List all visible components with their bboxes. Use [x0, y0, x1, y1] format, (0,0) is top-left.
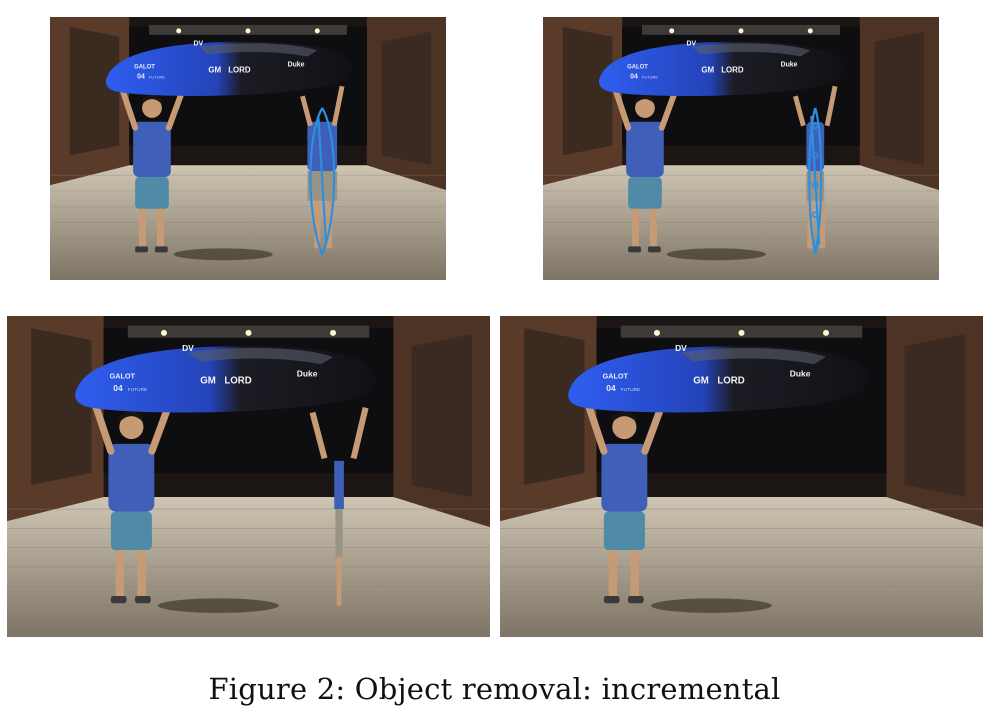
person-right — [309, 407, 369, 606]
vehicle-gm-text: GM — [693, 376, 709, 387]
person-left — [583, 396, 666, 604]
vehicle-gm-text: GM — [208, 65, 221, 74]
vehicle-small-text: FUTURE — [642, 74, 658, 79]
vehicle-shell: DV GALOT 04 FUTURE GM LORD Duke — [75, 343, 376, 413]
removal-stroke — [309, 107, 336, 258]
vehicle-brand-text: GALOT — [627, 64, 648, 70]
vehicle-number-text: 04 — [137, 73, 145, 80]
vehicle-brand-text: GALOT — [110, 372, 136, 381]
vehicle-shell: DV GALOT 04 FUTURE GM LORD Duke — [568, 343, 869, 413]
photo-panel-4: DV GALOT 04 FUTURE GM LORD Duke — [500, 316, 983, 637]
vehicle-duke-text: Duke — [288, 61, 305, 68]
vehicle-small-text: FUTURE — [621, 387, 641, 393]
vehicle-logo-text: DV — [194, 41, 204, 48]
person-right — [300, 85, 345, 258]
vehicle-number-text: 04 — [113, 383, 123, 393]
figure-caption: Figure 2: Object removal: incremental — [208, 672, 781, 706]
scene-svg: DV GALOT 04 FUTURE GM LORD Duke — [500, 316, 983, 637]
photo-panel-1: DV GALOT 04 FUTURE GM LORD Duke — [50, 17, 446, 280]
vehicle-brand-text: GALOT — [603, 372, 629, 381]
vehicle-shell: DV GALOT 04 FUTURE GM LORD Duke — [105, 41, 353, 97]
person-left — [611, 83, 679, 253]
vehicle-small-text: FUTURE — [149, 74, 165, 79]
vehicle-duke-text: Duke — [781, 61, 798, 68]
vehicle-duke-text: Duke — [790, 368, 811, 378]
vehicle-small-text: FUTURE — [128, 387, 148, 393]
removal-stroke — [808, 107, 823, 255]
vehicle-shell: DV GALOT 04 FUTURE GM LORD Duke — [598, 41, 846, 97]
person-left — [118, 83, 186, 253]
person-left — [90, 396, 173, 604]
vehicle-brand-text: GALOT — [134, 64, 155, 70]
vehicle-lord-text: LORD — [717, 376, 744, 387]
vehicle-gm-text: GM — [701, 65, 714, 74]
scene-svg: DV GALOT 04 FUTURE GM LORD Duke — [7, 316, 490, 637]
vehicle-logo-text: DV — [675, 343, 687, 353]
vehicle-number-text: 04 — [630, 73, 638, 80]
vehicle-lord-text: LORD — [224, 376, 251, 387]
scene-svg: DV GALOT 04 FUTURE GM LORD Duke — [543, 17, 939, 280]
person-right — [793, 85, 838, 255]
scene-svg: DV GALOT 04 FUTURE GM LORD Duke — [50, 17, 446, 280]
vehicle-logo-text: DV — [182, 343, 194, 353]
photo-panel-2: DV GALOT 04 FUTURE GM LORD Duke — [543, 17, 939, 280]
vehicle-number-text: 04 — [606, 383, 616, 393]
vehicle-lord-text: LORD — [721, 65, 744, 74]
photo-panel-3: DV GALOT 04 FUTURE GM LORD Duke — [7, 316, 490, 637]
vehicle-logo-text: DV — [687, 41, 697, 48]
vehicle-duke-text: Duke — [297, 368, 318, 378]
vehicle-gm-text: GM — [200, 376, 216, 387]
vehicle-lord-text: LORD — [228, 65, 251, 74]
